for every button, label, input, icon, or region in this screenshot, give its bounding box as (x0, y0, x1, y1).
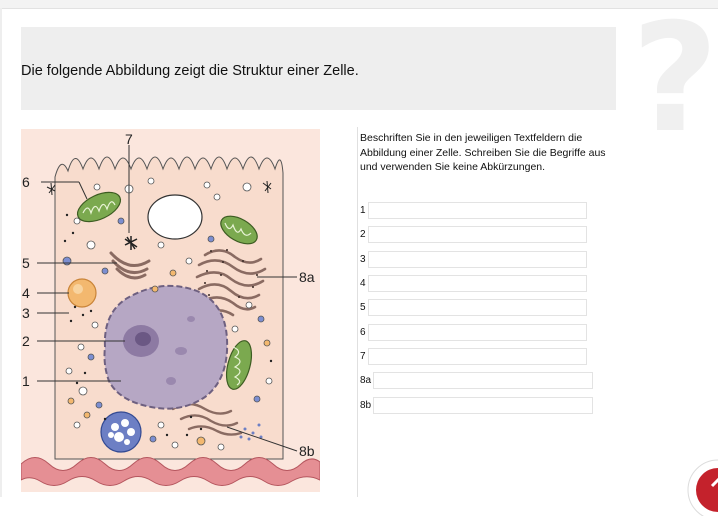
secretory-vesicle-cluster (101, 412, 141, 452)
answer-input-2[interactable] (368, 226, 587, 243)
nucleus (105, 286, 228, 409)
answer-input-6[interactable] (368, 324, 587, 341)
answer-label: 8b (360, 400, 371, 411)
answer-label: 5 (360, 302, 366, 313)
column-divider (357, 127, 358, 497)
corner-badge-icon[interactable] (684, 456, 718, 516)
cell-diagram: 6 7 5 4 3 2 1 8a 8b (21, 129, 320, 492)
answer-input-5[interactable] (368, 299, 587, 316)
answer-label: 2 (360, 229, 366, 240)
answer-label: 6 (360, 327, 366, 338)
vacuole (148, 195, 202, 239)
figure-label-4: 4 (22, 285, 30, 301)
figure-label-2: 2 (22, 333, 30, 349)
figure-label-8b: 8b (299, 443, 315, 459)
answer-input-8a[interactable] (373, 372, 593, 389)
figure-label-5: 5 (22, 255, 30, 271)
window-top-frame (0, 0, 718, 9)
answer-label: 8a (360, 375, 371, 386)
answer-input-1[interactable] (368, 202, 587, 219)
question-instructions: Beschriften Sie in den jeweiligen Textfe… (360, 131, 610, 175)
figure-label-1: 1 (22, 373, 30, 389)
answer-label: 7 (360, 351, 366, 362)
lysosome-large (68, 279, 96, 307)
question-mark-icon: ? (620, 4, 718, 154)
figure-label-7: 7 (125, 131, 133, 147)
figure-label-3: 3 (22, 305, 30, 321)
nucleolus-core (135, 332, 151, 346)
answer-input-7[interactable] (368, 348, 587, 365)
figure-label-6: 6 (22, 174, 30, 190)
answer-input-3[interactable] (368, 251, 587, 268)
lysosome-highlight (73, 284, 83, 294)
question-header: Die folgende Abbildung zeigt die Struktu… (21, 27, 616, 110)
answer-label: 1 (360, 205, 366, 216)
answer-input-4[interactable] (368, 275, 587, 292)
question-title: Die folgende Abbildung zeigt die Struktu… (21, 63, 359, 79)
answer-label: 3 (360, 254, 366, 265)
window-left-frame (0, 8, 2, 497)
answer-input-8b[interactable] (373, 397, 593, 414)
figure-label-8a: 8a (299, 269, 315, 285)
answer-label: 4 (360, 278, 366, 289)
